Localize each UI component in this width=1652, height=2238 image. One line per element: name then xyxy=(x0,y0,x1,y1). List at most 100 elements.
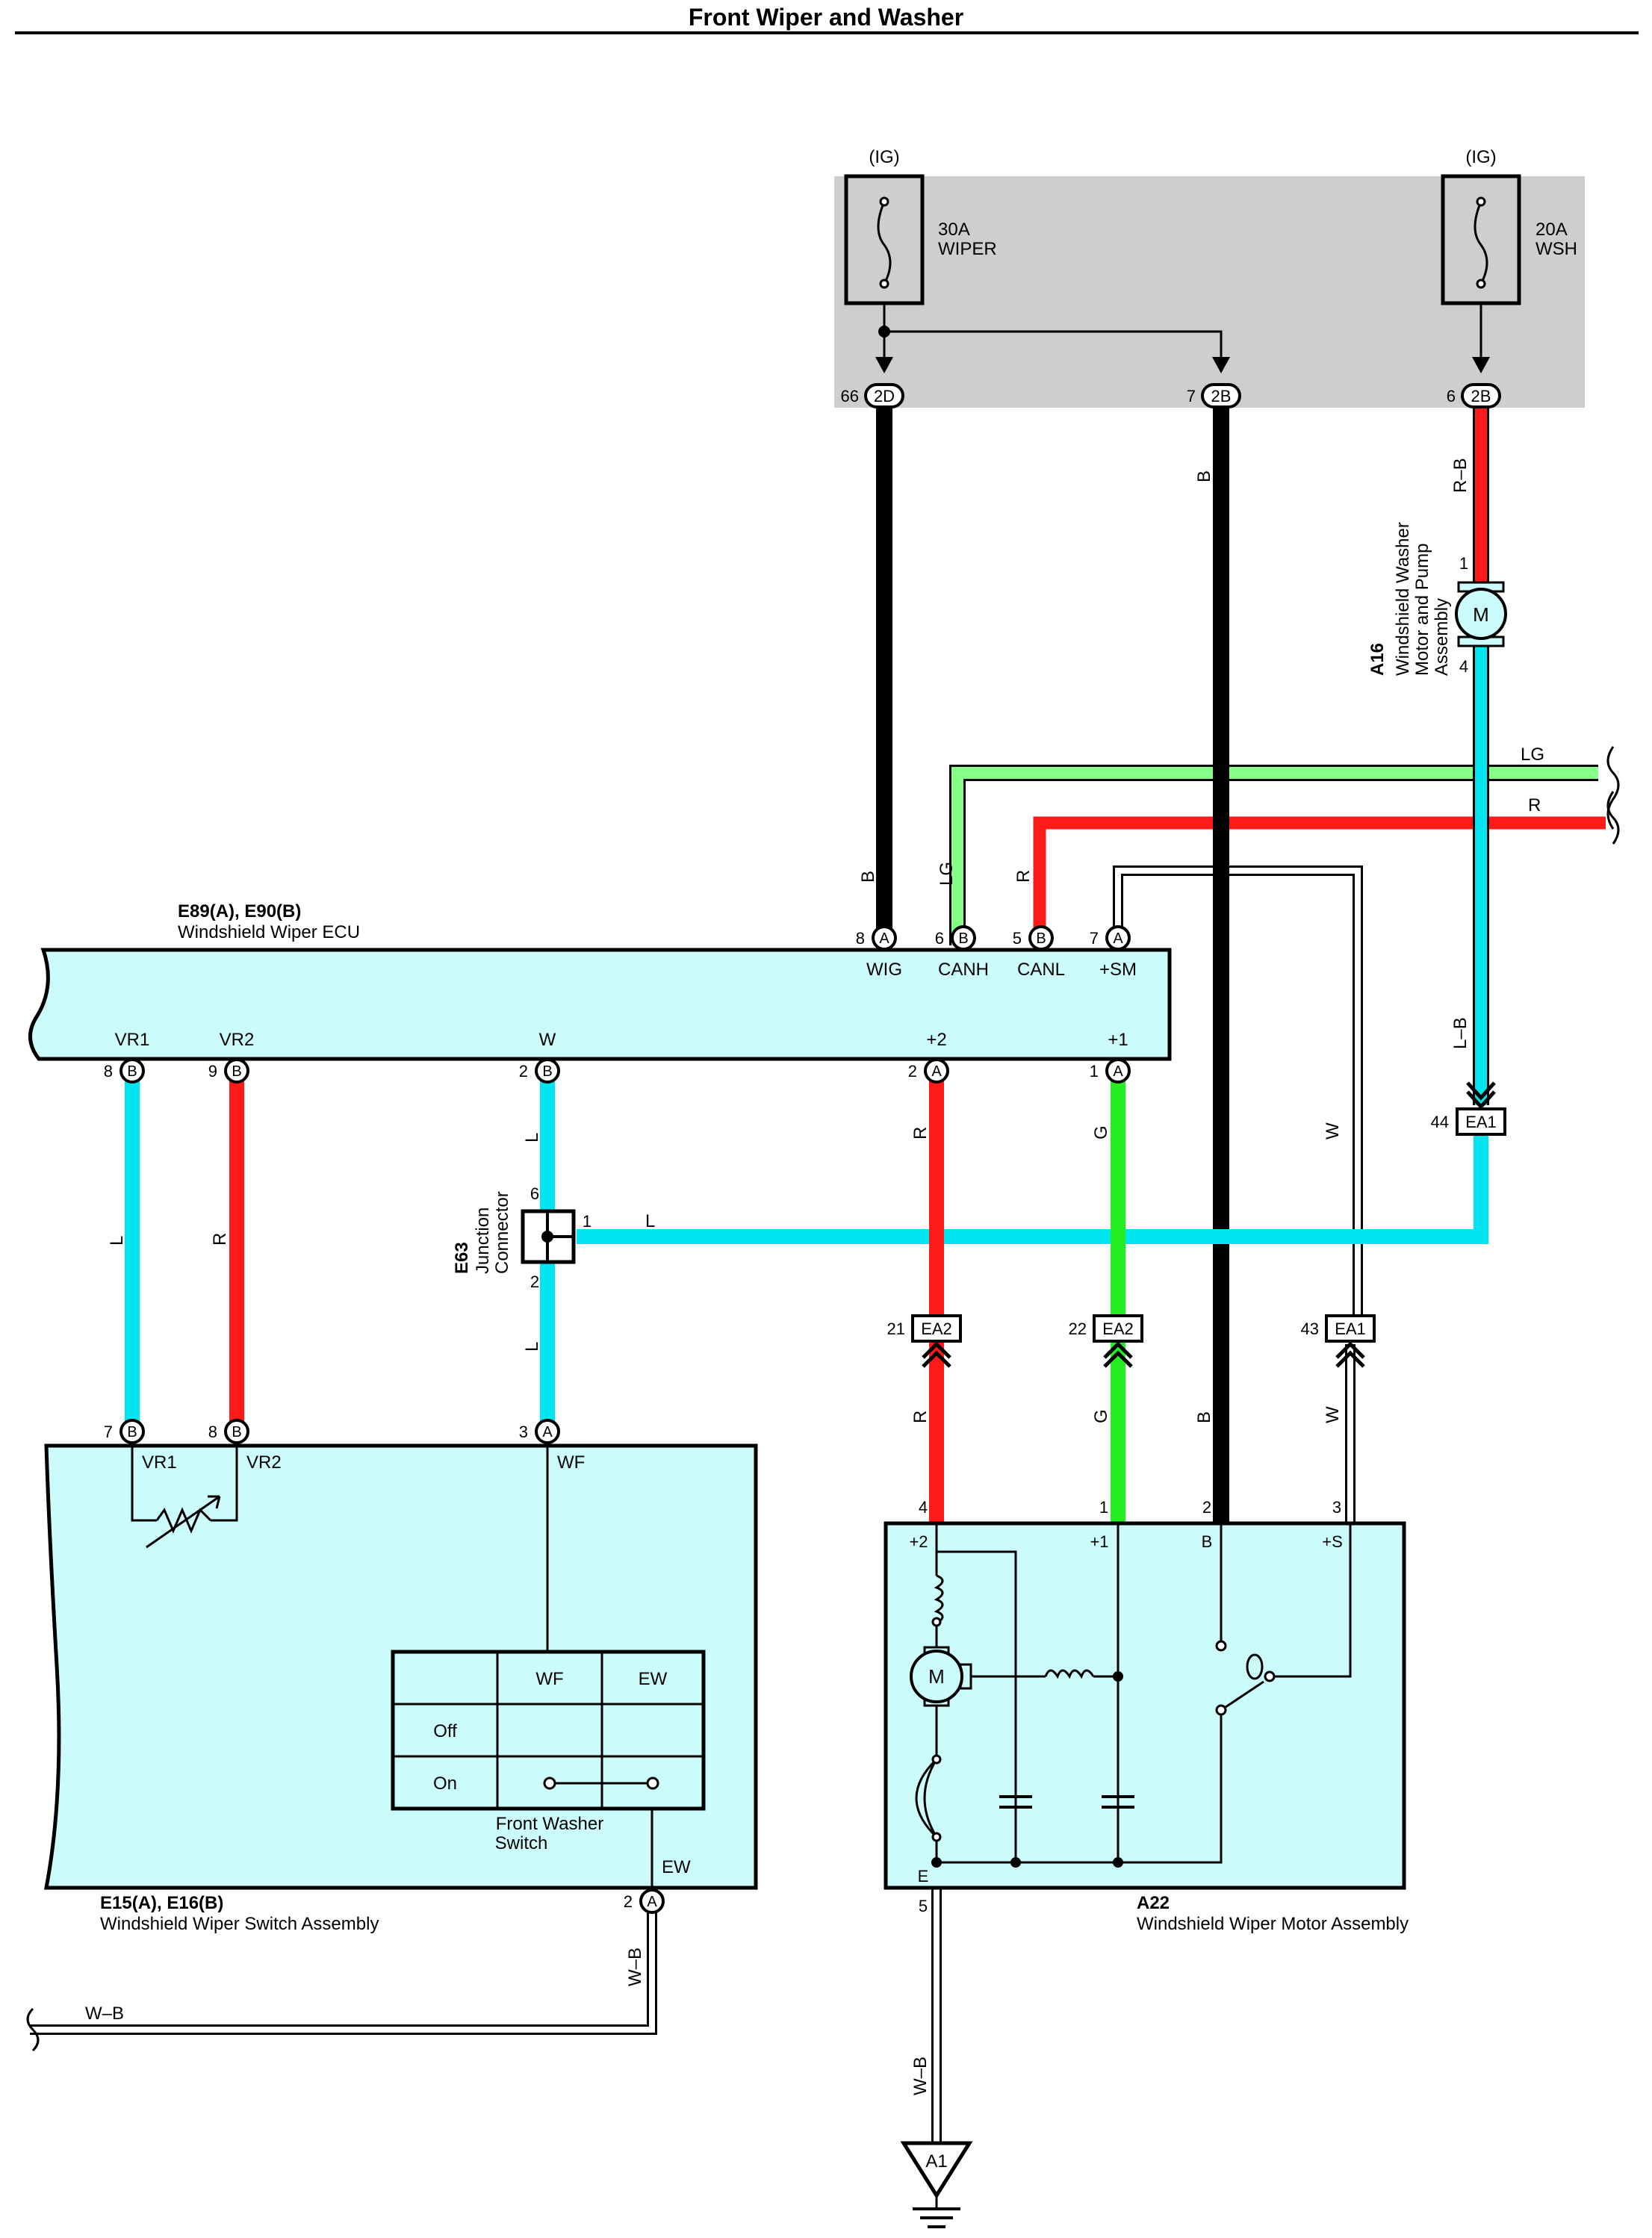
motor-label-b: B xyxy=(1202,1532,1213,1551)
junction-connector: 6 1 2 xyxy=(521,1184,591,1291)
wire-label-w-upper: W xyxy=(1323,1122,1343,1140)
svg-text:7: 7 xyxy=(104,1423,113,1441)
wire-w-sm-outline xyxy=(1113,865,1363,1322)
wire-wb-switch xyxy=(30,1912,655,2033)
wire-label-junction-bottom: L xyxy=(522,1342,542,1352)
svg-text:+SM: +SM xyxy=(1099,960,1137,980)
svg-text:2D: 2D xyxy=(874,387,895,405)
fuse-wsh-terminal xyxy=(1476,196,1486,207)
motor-terminal xyxy=(931,1832,942,1842)
svg-text:2: 2 xyxy=(908,1062,917,1081)
junction-pin-right: 1 xyxy=(583,1212,591,1231)
svg-text:8: 8 xyxy=(208,1423,217,1441)
svg-text:CANL: CANL xyxy=(1017,960,1065,980)
washer-switch-row-off: Off xyxy=(433,1721,457,1741)
svg-text:WF: WF xyxy=(557,1452,585,1473)
motor-splice xyxy=(1113,1671,1123,1682)
wire-break-icon xyxy=(1606,791,1620,845)
motor-label-plus-s: +S xyxy=(1322,1532,1343,1551)
motor-breaker-icon xyxy=(915,1758,938,1838)
ecu-body xyxy=(28,948,1172,1061)
svg-text:8: 8 xyxy=(856,929,865,948)
wiper-motor-icon: M xyxy=(910,1646,972,1707)
motor-label-e: E xyxy=(918,1867,929,1886)
fuse-wsh-name: WSH xyxy=(1535,239,1577,259)
ecu-pin-wig: A 8 WIG xyxy=(856,925,902,980)
svg-text:2: 2 xyxy=(519,1062,528,1081)
svg-text:43: 43 xyxy=(1301,1320,1319,1338)
connector-43-ea1: EA1 43 xyxy=(1301,1314,1376,1368)
svg-text:8: 8 xyxy=(104,1062,113,1081)
svg-text:CANH: CANH xyxy=(938,960,989,980)
switch-pin-vr2: B 8 VR2 xyxy=(208,1419,282,1473)
svg-text:6: 6 xyxy=(935,929,944,948)
connector-22-ea2: EA2 22 xyxy=(1069,1314,1143,1368)
fuse-wiper-ig: (IG) xyxy=(869,147,899,167)
washer-motor-symbol: M xyxy=(1473,603,1489,626)
ecu-pin-plus1: +1 A 1 xyxy=(1090,1030,1131,1084)
svg-text:B: B xyxy=(542,1063,552,1080)
svg-text:A: A xyxy=(1113,1063,1123,1080)
ecu-pin-canl: B 5 CANL xyxy=(1013,925,1065,980)
wire-label-r-can: R xyxy=(1528,795,1541,815)
motor-pin-1: 1 xyxy=(1099,1498,1108,1517)
wire-label-wb-motor: W–B xyxy=(910,2057,931,2095)
switch-pin-ew: A 2 xyxy=(624,1889,665,1914)
wire-label-b-ecu: B xyxy=(858,871,878,883)
washer-switch-name: Front Washer xyxy=(496,1814,603,1834)
wire-break-icon xyxy=(26,2007,40,2052)
washer-switch-row-on: On xyxy=(433,1774,457,1794)
wire-label-wb-switch: W–B xyxy=(625,1948,645,1986)
switch-name: Windshield Wiper Switch Assembly xyxy=(100,1914,379,1934)
wire-l-junction xyxy=(577,1135,1488,1244)
svg-text:EA1: EA1 xyxy=(1335,1320,1366,1338)
washer-switch-name-2: Switch xyxy=(495,1833,548,1853)
washer-motor: M 1 4 xyxy=(1455,554,1507,676)
switch-code: E15(A), E16(B) xyxy=(100,1893,223,1913)
svg-text:VR2: VR2 xyxy=(246,1452,282,1473)
variable-resistor-icon xyxy=(131,1443,238,1549)
svg-text:B: B xyxy=(127,1063,137,1080)
wire-r-can xyxy=(1033,816,1606,945)
svg-text:66: 66 xyxy=(841,387,859,405)
svg-text:M: M xyxy=(928,1665,945,1688)
motor-label-plus1: +1 xyxy=(1090,1532,1108,1551)
svg-text:EA2: EA2 xyxy=(1102,1320,1134,1338)
wire-label-g-upper: G xyxy=(1091,1125,1111,1140)
motor-code: A22 xyxy=(1137,1893,1170,1913)
wire-label-b-lower: B xyxy=(1194,1411,1214,1423)
svg-text:21: 21 xyxy=(887,1320,905,1338)
svg-text:A: A xyxy=(931,1063,942,1080)
fuse-connector-6-2b: 2B 6 xyxy=(1447,383,1501,408)
wire-label-w-lower: W xyxy=(1323,1406,1343,1423)
motor-terminal xyxy=(1215,1640,1227,1652)
svg-text:22: 22 xyxy=(1069,1320,1087,1338)
wire-w-sm xyxy=(1115,868,1361,1322)
wire-label-rb: R–B xyxy=(1450,458,1471,493)
fuse-wsh-rating: 20A xyxy=(1535,220,1568,240)
svg-text:Windshield Washer: Windshield Washer xyxy=(1393,522,1413,676)
motor-splice xyxy=(1010,1857,1021,1868)
fuse-arrow-icon xyxy=(1212,357,1230,373)
svg-text:Connector: Connector xyxy=(492,1191,512,1274)
motor-pin-3: 3 xyxy=(1332,1498,1341,1517)
diagram-title: Front Wiper and Washer xyxy=(689,4,963,31)
switch-pin-wf: A 3 WF xyxy=(519,1419,585,1473)
wire-label-b-main: B xyxy=(1194,470,1214,482)
svg-text:B: B xyxy=(1036,930,1046,947)
fuse-wiper-rating: 30A xyxy=(938,220,970,240)
fuse-arrow-icon xyxy=(1472,357,1490,373)
svg-text:EA2: EA2 xyxy=(921,1320,952,1338)
ecu-code: E89(A), E90(B) xyxy=(178,901,301,921)
wire-label-lg-ecu: LG xyxy=(937,862,957,886)
ecu-pin-plus2: +2 A 2 xyxy=(908,1030,949,1084)
washer-motor-label: A16 xyxy=(1367,643,1388,676)
svg-text:A: A xyxy=(879,930,889,947)
wire-break-icon xyxy=(1606,746,1620,830)
ecu-pin-w: W B 2 xyxy=(519,1030,560,1084)
svg-text:WIG: WIG xyxy=(866,960,902,980)
svg-text:A: A xyxy=(1113,930,1123,947)
svg-text:1: 1 xyxy=(1090,1062,1099,1081)
washer-switch-col-wf: WF xyxy=(535,1669,563,1689)
motor-name: Windshield Wiper Motor Assembly xyxy=(1137,1914,1409,1934)
